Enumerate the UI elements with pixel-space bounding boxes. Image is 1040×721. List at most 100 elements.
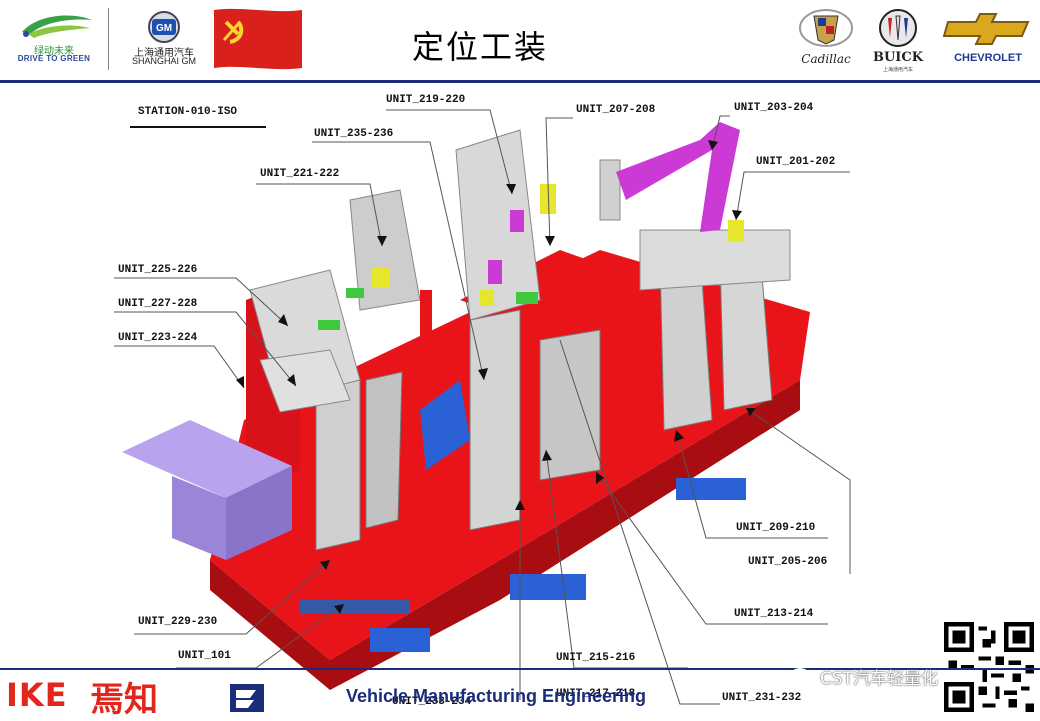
leader-u225 [114, 277, 289, 327]
leader-u209 [675, 429, 828, 539]
gm-badge-icon: GM [148, 11, 180, 43]
foot-3 [676, 478, 746, 500]
drive-to-green-logo: 绿动未来 DRIVE TO GREEN [8, 10, 100, 65]
header-rule [0, 80, 1040, 83]
foot-1 [370, 628, 430, 652]
header: 绿动未来 DRIVE TO GREEN GM 上海通用汽车 SHANGHAI G… [0, 0, 1040, 80]
sgm-en: SHANGHAI GM [131, 56, 196, 66]
leader-u235 [312, 141, 485, 381]
station-underline [130, 126, 266, 128]
arrow-u227 [287, 374, 296, 386]
leader-u231 [559, 339, 720, 705]
foot-2 [510, 574, 586, 600]
arrow-u201 [732, 210, 742, 220]
leader-arrows [236, 140, 756, 614]
label-unit-215-216: UNIT_215-216 [556, 652, 636, 664]
footer-rule [0, 668, 1040, 670]
tower-2 [365, 371, 403, 529]
leader-u213 [595, 471, 828, 625]
arrow-u221 [377, 236, 387, 246]
clamp-g1 [318, 320, 340, 330]
label-unit-203-204: UNIT_203-204 [734, 102, 814, 114]
cadillac-logo: Cadillac [794, 8, 858, 72]
leader-u219 [386, 109, 513, 195]
arrow-u213 [596, 472, 604, 484]
buick-sub-label: 上海通用汽车 [882, 67, 913, 73]
label-unit-235-236: UNIT_235-236 [314, 128, 394, 140]
arrow-u207 [545, 236, 555, 246]
chevrolet-label: CHEVROLET [954, 52, 1022, 64]
clamp-y1 [372, 268, 390, 288]
party-flag-icon [214, 8, 302, 70]
control-box-top [122, 420, 292, 498]
arrow-u215 [542, 450, 552, 461]
bracket-right [639, 229, 791, 291]
label-unit-233-234: UNIT_233-234 [392, 696, 472, 708]
leader-u223 [114, 345, 245, 389]
leader-u205 [745, 407, 851, 574]
arrow-u229 [320, 560, 330, 570]
leader-u203 [711, 115, 730, 151]
buick-shield-icon [879, 9, 917, 47]
clamp-r1 [436, 356, 448, 396]
clamp-r2 [420, 290, 432, 350]
arrow-u225 [278, 314, 288, 326]
label-unit-209-210: UNIT_209-210 [736, 522, 816, 534]
vme-title: Vehicle Manufacturing Engineering [346, 686, 647, 706]
leader-u207 [545, 117, 573, 247]
control-box-front [226, 466, 292, 560]
buick-label: BUICK [872, 50, 924, 65]
drive-to-green-en: DRIVE TO GREEN [17, 54, 91, 63]
clamp-y4 [480, 290, 494, 306]
cadillac-label: Cadillac [801, 52, 851, 66]
qr-code-icon [944, 622, 1034, 712]
logo-divider [108, 8, 109, 70]
arrow-u233 [515, 500, 525, 510]
label-unit-221-222: UNIT_221-222 [260, 168, 340, 180]
tower-top-center [455, 129, 541, 321]
wechat-icon [790, 668, 815, 686]
leader-u227 [114, 311, 297, 387]
label-unit-217-218: UNIT_217-218 [556, 688, 636, 700]
magenta-arm [616, 122, 740, 232]
clamp-g2 [516, 292, 538, 304]
arrow-u235 [478, 368, 488, 380]
drive-to-green-cn: 绿动未来 [34, 46, 74, 57]
shanghai-gm-logo: GM 上海通用汽车 SHANGHAI GM [116, 10, 212, 68]
tower-4 [539, 329, 601, 481]
clamp-m1 [488, 260, 502, 284]
arrow-u209 [674, 430, 684, 442]
label-unit-231-232: UNIT_231-232 [722, 692, 802, 704]
leader-u201 [735, 171, 850, 221]
red-post [400, 456, 414, 516]
buick-logo: BUICK 上海通用汽车 [862, 8, 934, 73]
label-unit-229-230: UNIT_229-230 [138, 616, 218, 628]
label-unit-201-202: UNIT_201-202 [756, 156, 836, 168]
label-unit-213-214: UNIT_213-214 [734, 608, 814, 620]
pin-top [599, 159, 621, 221]
blue-block [420, 380, 470, 470]
label-unit-223-224: UNIT_223-224 [118, 332, 198, 344]
cadillac-crest-icon [799, 9, 853, 47]
sgm-cn: 上海通用汽车 [134, 48, 194, 59]
tower-1 [315, 379, 361, 551]
ike-cn-logo: 焉知 [90, 680, 158, 720]
chevrolet-logo: CHEVROLET [940, 8, 1036, 72]
gm-badge-text: GM [156, 23, 172, 34]
station-label: STATION-010-ISO [138, 106, 238, 118]
clamp-g3 [346, 288, 364, 298]
label-unit-219-220: UNIT_219-220 [386, 94, 466, 106]
label-unit-225-226: UNIT_225-226 [118, 264, 198, 276]
control-box-side [172, 476, 226, 560]
label-unit-227-228: UNIT_227-228 [118, 298, 198, 310]
arrow-u203 [708, 140, 718, 150]
leader-u221 [256, 183, 383, 247]
clamp-y3 [728, 220, 744, 242]
page-title: 定位工装 [411, 28, 548, 66]
arrow-u205 [746, 408, 756, 416]
vme-emblem-icon [230, 684, 264, 712]
arrow-u219 [506, 184, 516, 194]
tower-3 [469, 309, 521, 531]
wechat-watermark: CST汽车轻量化 [820, 669, 939, 689]
